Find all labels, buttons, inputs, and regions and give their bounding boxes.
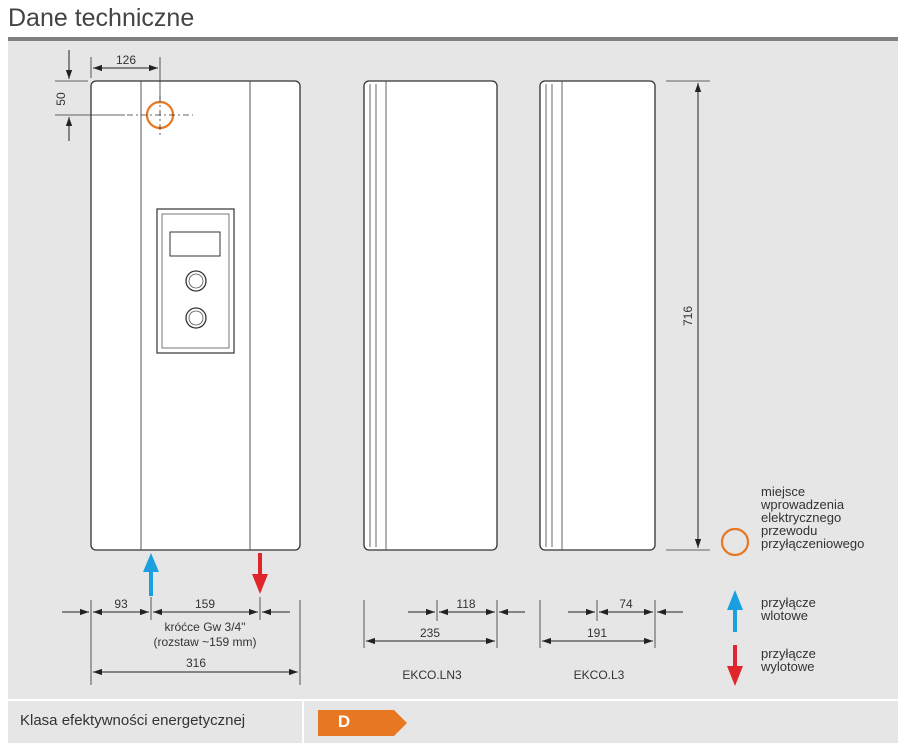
dim-label-235: 235: [420, 626, 440, 640]
dimension-50: 50: [54, 50, 125, 141]
energy-class-badge-icon: [318, 710, 407, 736]
legend-outlet: przyłącze wylotowe: [727, 645, 816, 686]
dim-label-191: 191: [587, 626, 607, 640]
dim-label-316: 316: [186, 656, 206, 670]
dimension-118-235: 118 235 EKCO.LN3: [363, 597, 525, 682]
legend-inlet: przyłącze wlotowe: [727, 590, 816, 632]
legend-inlet-line1: przyłącze: [761, 595, 816, 610]
model-label-l3: EKCO.L3: [574, 668, 625, 682]
inlet-arrow: [143, 553, 159, 596]
dim-label-118: 118: [456, 597, 475, 611]
legend-orange-circle-icon: [720, 527, 750, 557]
legend-outlet-line2: wylotowe: [760, 659, 814, 674]
dim-label-159: 159: [195, 597, 215, 611]
dimension-716: 716: [666, 80, 710, 551]
energy-efficiency-label: Klasa efektywności energetycznej: [20, 712, 246, 729]
legend-blue-arrow-icon: [727, 590, 743, 610]
dim-label-126: 126: [116, 53, 136, 67]
legend-red-arrow-icon: [727, 666, 743, 686]
side-view-ln3: [363, 80, 498, 551]
side-view-l3: [539, 80, 656, 551]
footer-divider: [302, 701, 304, 743]
legend-outlet-line1: przyłącze: [761, 646, 816, 661]
connections-note-line1: króćce Gw 3/4": [165, 620, 246, 634]
dimension-316: 316: [93, 656, 298, 676]
dimension-126: 126: [90, 53, 161, 100]
dim-label-74: 74: [619, 597, 633, 611]
legend-cable-entry-line2: wprowadzenia: [760, 497, 845, 512]
dimension-74-191: 74 191 EKCO.L3: [539, 597, 683, 682]
outlet-arrow: [252, 553, 268, 594]
dimension-93-159: 93 159: [62, 597, 301, 685]
dim-label-50: 50: [54, 92, 68, 106]
legend-inlet-line2: wlotowe: [760, 608, 808, 623]
title-divider: [8, 37, 898, 41]
connections-note-line2: (rozstaw ~159 mm): [153, 635, 256, 649]
ln3-housing: [363, 80, 498, 551]
legend-cable-entry-line1: miejsce: [761, 484, 805, 499]
display-screen: [169, 231, 221, 257]
page-title: Dane techniczne: [8, 4, 195, 32]
front-view: [90, 80, 301, 551]
legend-cable-entry-line3: elektrycznego: [761, 510, 841, 525]
energy-efficiency-bar: Klasa efektywności energetycznej D: [8, 701, 898, 743]
legend-cable-entry-line4: przewodu: [761, 523, 817, 538]
connections-note: króćce Gw 3/4" (rozstaw ~159 mm): [153, 620, 256, 649]
legend-cable-entry-line5: przyłączeniowego: [761, 536, 864, 551]
dim-label-716: 716: [681, 306, 695, 326]
legend-cable-entry: miejsce wprowadzenia elektrycznego przew…: [720, 484, 864, 557]
dim-label-93: 93: [114, 597, 128, 611]
model-label-ln3: EKCO.LN3: [402, 668, 462, 682]
l3-housing: [539, 80, 656, 551]
energy-class-value: D: [337, 712, 351, 731]
